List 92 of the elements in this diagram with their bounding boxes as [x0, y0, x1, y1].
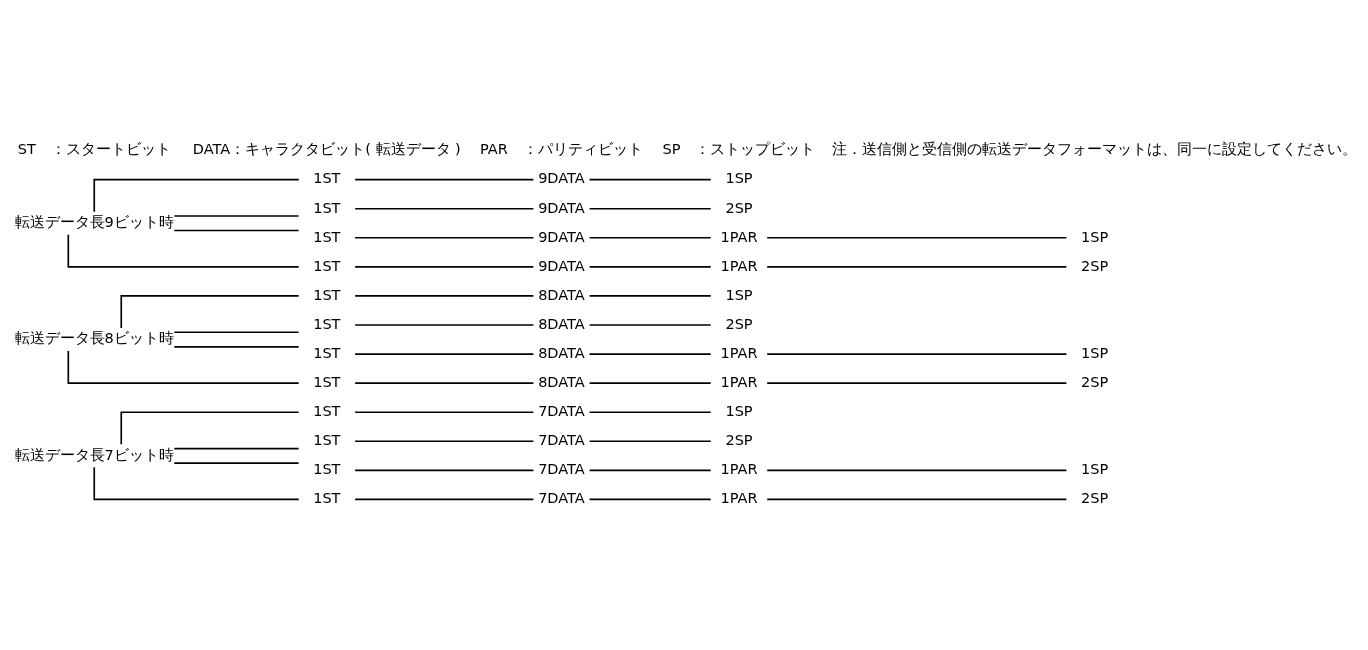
node-text: 1ST — [312, 228, 340, 245]
node-text: 1PAR — [719, 373, 758, 390]
connector — [765, 498, 1067, 501]
node-text: 転送データ長9ビット時 — [14, 214, 174, 231]
node-text: 1ST — [312, 170, 340, 187]
node-text: 9DATA — [537, 199, 585, 216]
connector — [588, 324, 712, 326]
connector — [588, 178, 712, 181]
connector — [353, 411, 534, 414]
connector — [353, 178, 534, 181]
label: PAR ：パリティビット — [479, 141, 643, 158]
node-text: 1PAR — [719, 228, 758, 245]
connector — [353, 207, 534, 210]
node-text: 1ST — [312, 461, 340, 478]
node-text: 8DATA — [537, 286, 585, 303]
node-text: 1ST — [312, 403, 340, 420]
connector — [588, 236, 712, 239]
connector — [588, 295, 712, 297]
node-text: 2SP — [1080, 373, 1108, 390]
connector — [765, 266, 1067, 268]
node-text: 1PAR — [719, 461, 758, 478]
connector — [588, 382, 712, 384]
node-text: 1SP — [1080, 344, 1108, 361]
connector — [765, 382, 1067, 384]
node-text: 1ST — [312, 373, 340, 390]
node-text: 転送データ長7ビット時 — [14, 446, 174, 463]
node-text: 1ST — [312, 432, 340, 449]
node-text: 1SP — [724, 170, 753, 187]
connector — [353, 353, 534, 355]
connector — [765, 236, 1067, 239]
connector — [588, 266, 712, 268]
node-text: 1SP — [1080, 228, 1108, 245]
connector — [353, 295, 534, 297]
connector — [765, 469, 1067, 472]
connector — [765, 353, 1067, 355]
node-text: 7DATA — [537, 432, 585, 449]
connector — [353, 324, 534, 326]
connector — [353, 469, 534, 472]
node-text: 1PAR — [719, 257, 758, 274]
node-text: 2SP — [724, 199, 753, 216]
node-text: 9DATA — [537, 228, 585, 245]
node-text: 1ST — [312, 257, 340, 274]
node-text: 8DATA — [537, 344, 585, 361]
node-text: 1SP — [1080, 461, 1108, 478]
node-text: 1ST — [312, 199, 340, 216]
connector — [353, 266, 534, 268]
node-text: 1ST — [312, 490, 340, 507]
connector — [588, 469, 712, 472]
node-text: 1PAR — [719, 490, 758, 507]
connector — [119, 411, 299, 446]
node-text: 2SP — [1080, 490, 1108, 507]
node-text: 7DATA — [537, 461, 585, 478]
connector — [588, 498, 712, 501]
node-text: 9DATA — [537, 170, 585, 187]
node-text: 1ST — [312, 286, 340, 303]
node-text: 2SP — [724, 432, 753, 449]
node-text: 7DATA — [537, 403, 585, 420]
node-text: 1ST — [312, 315, 340, 332]
connector — [66, 233, 299, 268]
node-text: 8DATA — [537, 373, 585, 390]
connector — [588, 411, 712, 414]
node-text: 2SP — [1080, 257, 1108, 274]
connector — [172, 229, 299, 232]
connector — [588, 440, 712, 443]
node-text: 1SP — [724, 403, 753, 420]
label: DATA：キャラクタビット( 転送データ ) — [192, 141, 461, 158]
connector — [353, 498, 534, 501]
node-text: 2SP — [724, 315, 753, 332]
connector — [172, 462, 299, 464]
connector — [172, 331, 299, 334]
label: ST ：スタートビット — [17, 141, 171, 158]
node-text: 1SP — [724, 286, 753, 303]
connector — [353, 440, 534, 443]
connector — [588, 353, 712, 355]
node-text: 7DATA — [537, 490, 585, 507]
connector — [119, 295, 299, 329]
label: SP ：ストップビット — [662, 141, 815, 158]
node-text: 転送データ長8ビット時 — [14, 330, 174, 347]
connector — [66, 350, 299, 384]
connector — [353, 236, 534, 239]
label: 注．送信側と受信側の転送データフォーマットは、同一に設定してください。 — [831, 141, 1357, 158]
connector — [353, 382, 534, 384]
connector — [172, 215, 299, 217]
connector — [588, 207, 712, 210]
connector — [172, 447, 299, 450]
connector — [92, 178, 300, 213]
connector — [172, 345, 299, 348]
node-text: 8DATA — [537, 315, 585, 332]
connector — [92, 466, 300, 501]
node-text: 9DATA — [537, 257, 585, 274]
node-text: 1PAR — [719, 344, 758, 361]
node-text: 1ST — [312, 344, 340, 361]
